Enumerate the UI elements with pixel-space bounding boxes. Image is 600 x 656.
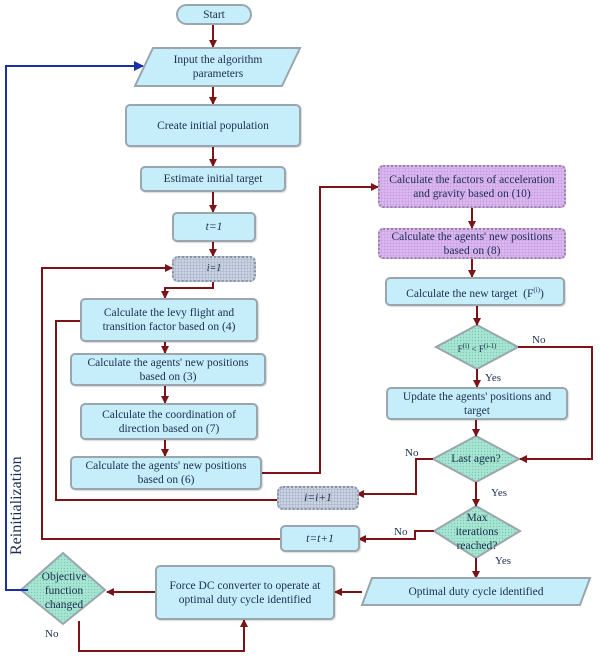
input-params-shape bbox=[133, 47, 302, 87]
optimal-duty-node: Optimal duty cycle identified bbox=[408, 585, 544, 598]
compare-node: F(i) < F(i-1) bbox=[436, 325, 518, 369]
start-node: Start bbox=[203, 8, 225, 21]
arrow-compare-no-to-last bbox=[518, 346, 593, 463]
compare-label: F(i) < F(i-1) bbox=[457, 341, 497, 354]
arrow-max-no-to-t-increment bbox=[358, 530, 434, 543]
positions-6-node: Calculate the agents' new positions base… bbox=[70, 456, 262, 490]
t-increment-node: t=t+1 bbox=[280, 525, 360, 552]
max-iterations-node: Max iterations reached? bbox=[455, 512, 499, 552]
new-target-node: Calculate the new target (F(i)) bbox=[385, 277, 565, 306]
arrow-last-no-to-i-increment bbox=[356, 458, 433, 498]
max-iterations-no-label: No bbox=[394, 526, 408, 538]
last-agent-no-label: No bbox=[405, 447, 419, 459]
objective-no-label: No bbox=[45, 628, 59, 640]
objective-changed-diamond bbox=[19, 551, 107, 626]
create-population-node: Create initial population bbox=[125, 104, 301, 147]
arrow-t-increment-to-i bbox=[41, 264, 280, 540]
objective-changed-node: Objective function changed bbox=[41, 571, 87, 611]
max-iterations-yes-label: Yes bbox=[495, 555, 512, 567]
i-increment-node: i=i+1 bbox=[277, 486, 359, 510]
arrow-i-to-levy bbox=[161, 282, 214, 299]
last-agent-yes-label: Yes bbox=[491, 487, 508, 499]
input-params-node: Input the algorithm parameters bbox=[173, 54, 263, 80]
last-agent-node: Last agen? bbox=[451, 453, 501, 465]
arrow-pos6-to-accel bbox=[260, 183, 379, 474]
compare-no-label: No bbox=[532, 334, 546, 346]
compare-yes-label: Yes bbox=[485, 372, 502, 384]
arrow-i-increment-to-levy bbox=[55, 317, 277, 501]
positions-3-node: Calculate the agents' new positions base… bbox=[70, 353, 266, 386]
i-init-node: i=1 bbox=[172, 256, 256, 282]
coordination-node: Calculate the coordination of direction … bbox=[80, 403, 258, 440]
arrow-reinitialization bbox=[5, 61, 144, 591]
positions-8-node: Calculate the agents' new positions base… bbox=[378, 228, 566, 259]
estimate-target-node: Estimate initial target bbox=[140, 166, 286, 192]
optimal-duty-shape bbox=[360, 577, 592, 606]
new-target-label: Calculate the new target (F(i)) bbox=[406, 285, 544, 300]
force-dc-node: Force DC converter to operate at optimal… bbox=[155, 565, 335, 620]
t-init-node: t=1 bbox=[172, 212, 256, 242]
arrow-objective-no-to-force bbox=[78, 619, 248, 652]
levy-flight-node: Calculate the levy flight and transition… bbox=[80, 298, 258, 342]
start-shape bbox=[176, 4, 252, 25]
update-positions-node: Update the agents' positions and target bbox=[386, 387, 568, 420]
accel-gravity-node: Calculate the factors of acceleration an… bbox=[378, 165, 566, 208]
reinitialization-label: Reinitialization bbox=[8, 456, 25, 555]
